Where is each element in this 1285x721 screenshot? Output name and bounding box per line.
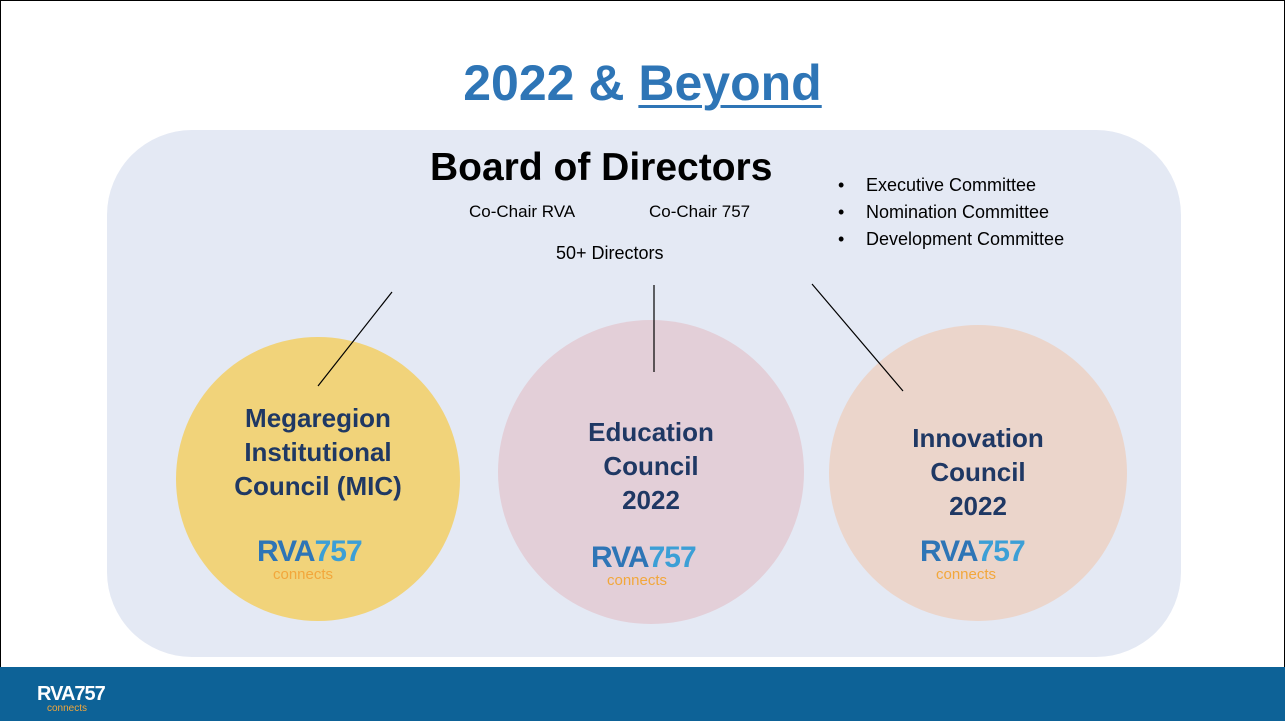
directors-count: 50+ Directors <box>556 243 664 263</box>
rva757-connects-logo: RVA757 connects <box>257 535 363 583</box>
logo-rva: RVA <box>920 535 979 568</box>
logo-connects: connects <box>47 703 88 714</box>
logo-connects: connects <box>607 572 668 589</box>
committee-list: Executive Committee Nomination Committee… <box>838 172 1064 253</box>
logo-rva: RVA <box>257 535 316 568</box>
connector-line-mic <box>317 291 393 387</box>
council-line: 2022 <box>949 491 1007 521</box>
logo-757: 757 <box>74 683 105 705</box>
committee-item: Nomination Committee <box>838 199 1064 226</box>
logo-757: 757 <box>648 541 697 574</box>
board-title: Board of Directors <box>430 146 773 189</box>
logo-connects: connects <box>273 566 334 583</box>
rva757-connects-logo: RVA757 connects <box>591 541 697 589</box>
logo-757: 757 <box>977 535 1026 568</box>
council-line: Education <box>588 417 714 447</box>
innovation-council-label: Innovation Council 2022 <box>829 421 1127 523</box>
mic-council-label: Megaregion Institutional Council (MIC) <box>176 401 460 503</box>
logo-rva: RVA <box>37 683 75 705</box>
committee-item: Executive Committee <box>838 172 1064 199</box>
rva757-connects-logo: RVA757 connects <box>920 535 1026 583</box>
title-underlined: Beyond <box>638 55 822 111</box>
footer-logo: RVA757 connects <box>37 683 106 714</box>
mic-council-circle <box>176 337 460 621</box>
co-chair-rva: Co-Chair RVA <box>469 202 576 221</box>
slide-title: 2022 & Beyond <box>0 58 1285 108</box>
education-council-circle <box>498 320 804 624</box>
council-line: Innovation <box>912 423 1044 453</box>
committee-item: Development Committee <box>838 226 1064 253</box>
logo-connects: connects <box>936 566 997 583</box>
co-chair-757: Co-Chair 757 <box>649 202 751 221</box>
council-line: Council (MIC) <box>234 471 402 501</box>
logo-757: 757 <box>314 535 363 568</box>
connector-line-innovation <box>811 283 904 392</box>
council-line: Council <box>930 457 1026 487</box>
council-line: Megaregion <box>245 403 391 433</box>
council-line: 2022 <box>622 485 680 515</box>
innovation-council-circle <box>829 325 1127 621</box>
logo-rva: RVA <box>591 541 650 574</box>
council-line: Institutional <box>244 437 392 467</box>
title-prefix: 2022 & <box>463 55 639 111</box>
council-line: Council <box>603 451 699 481</box>
footer-bar <box>0 667 1285 721</box>
education-council-label: Education Council 2022 <box>498 415 804 517</box>
